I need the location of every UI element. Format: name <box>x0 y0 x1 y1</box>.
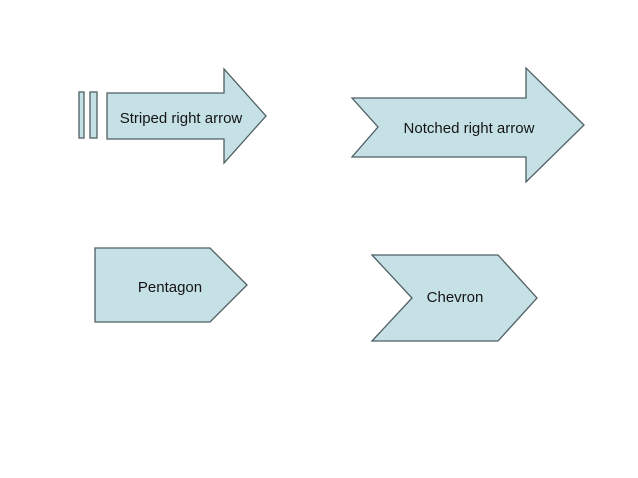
notched-arrow-label: Notched right arrow <box>404 120 535 137</box>
pentagon-body <box>94 247 248 323</box>
notched-right-arrow-shape: Notched right arrow <box>350 66 585 184</box>
chevron-label: Chevron <box>427 289 484 306</box>
pentagon-label: Pentagon <box>138 279 202 296</box>
striped-arrow-body <box>106 67 267 165</box>
striped-arrow-stripe-thick <box>89 91 98 139</box>
pentagon-shape: Pentagon <box>94 247 248 323</box>
striped-right-arrow-shape: Striped right arrow <box>78 67 267 165</box>
chevron-body <box>370 254 538 342</box>
striped-arrow-stripe-thin <box>78 91 85 139</box>
chevron-shape: Chevron <box>370 254 538 342</box>
striped-arrow-label: Striped right arrow <box>120 110 243 127</box>
notched-arrow-body <box>350 66 585 184</box>
